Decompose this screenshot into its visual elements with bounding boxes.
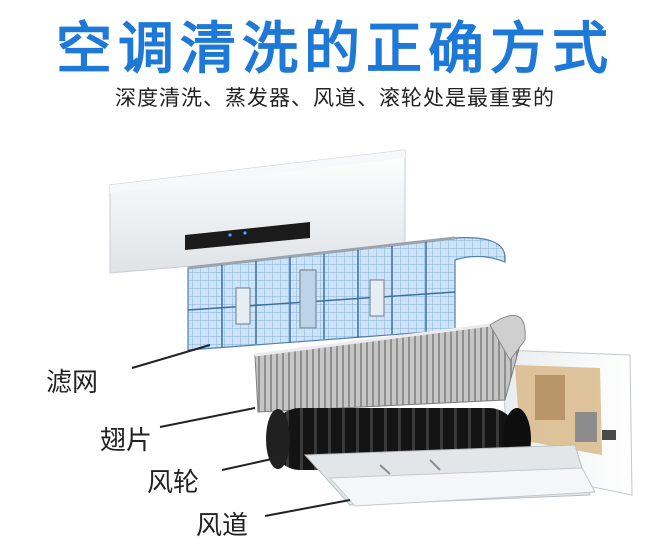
page-subtitle: 深度清洗、蒸发器、风道、滚轮处是最重要的 [115, 86, 555, 110]
leader-line-fins [159, 407, 256, 428]
label-fan: 风轮 [147, 468, 200, 498]
air-duct [303, 444, 596, 507]
evaporator-fins [254, 315, 526, 413]
front-panel [109, 149, 406, 274]
label-filter: 滤网 [46, 368, 99, 398]
display-strip [185, 222, 310, 250]
label-fins: 翅片 [100, 426, 153, 456]
leader-line-duct [264, 499, 351, 517]
leader-line-fan [221, 454, 291, 471]
label-duct: 风道 [196, 511, 249, 541]
leader-line-filter [131, 344, 211, 369]
page-title: 空调清洗的正确方式 [56, 17, 614, 82]
filter-mesh [187, 236, 506, 351]
